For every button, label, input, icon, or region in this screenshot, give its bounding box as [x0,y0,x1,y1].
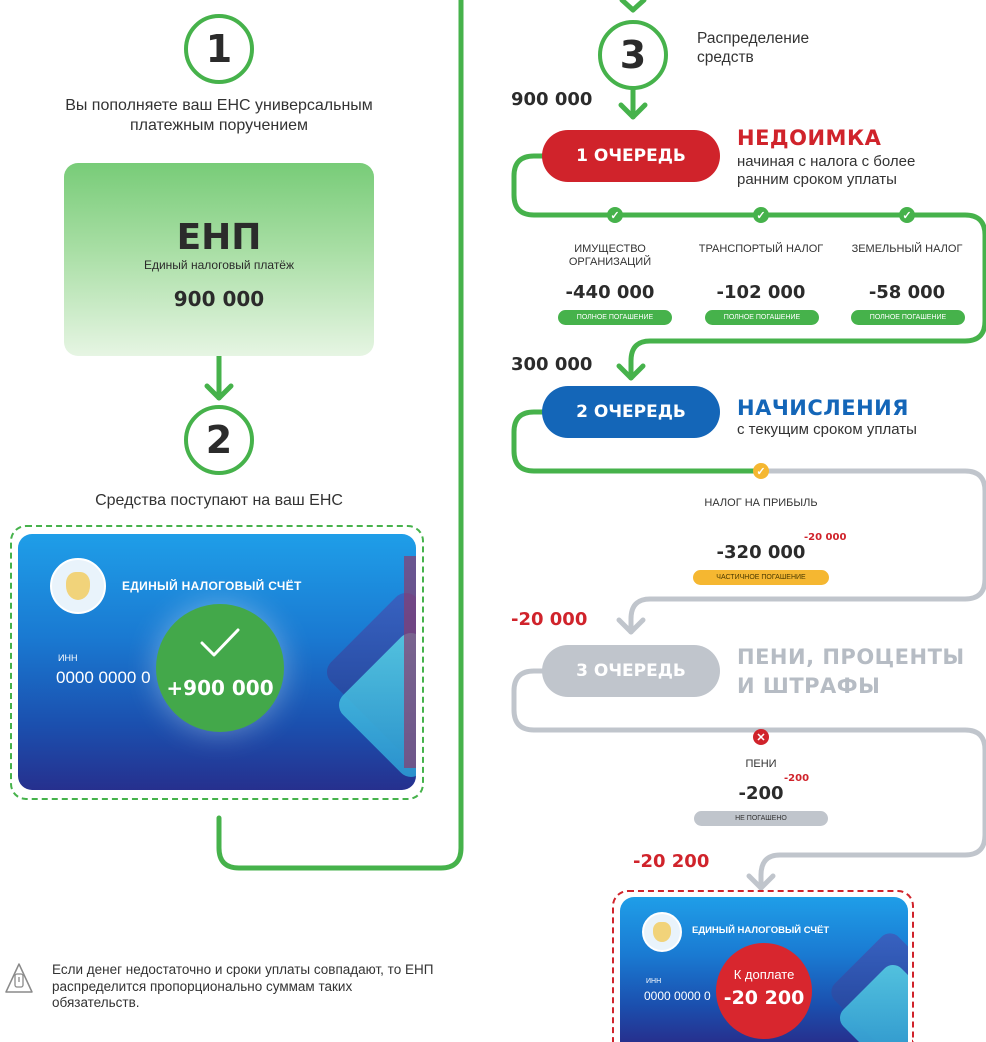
q3-item-status: НЕ ПОГАШЕНО [694,811,828,826]
step-1-circle: 1 [184,14,254,84]
due-amount: -20 200 [723,987,805,1009]
note-text: Если денег недостаточно и сроки уплаты с… [52,962,434,1010]
enp-amount: 900 000 [173,287,265,311]
q3-item-remainder: -200 [784,773,810,784]
q2-item-status: ЧАСТИЧНОЕ ПОГАШЕНИЕ [693,570,829,585]
queue-2-label: 2 ОЧЕРЕДЬ [576,402,686,422]
queue-2-pill: 2 ОЧЕРЕДЬ [542,386,720,438]
eagle-icon [66,572,90,600]
cross-icon: ✕ [753,729,769,745]
enp-card: ЕНП Единый налоговый платёж 900 000 [64,163,374,356]
q2-item-remainder: -20 000 [804,532,847,543]
q3-item-label: ПЕНИ [745,758,777,770]
step-3-label: Распределение средств [697,30,810,66]
inn-label: ИНН [58,653,78,663]
inn-value: 0000 0000 0 [56,668,151,687]
ens-card-frame [10,525,424,800]
queue-1-label: 1 ОЧЕРЕДЬ [576,146,686,166]
q2-item-amount: -320 000 [716,542,806,563]
card-edge [404,556,416,768]
check-icon-2: ✓ [753,207,769,223]
ens-amount: +900 000 [166,676,274,700]
q1-item-2-amount: -102 000 [716,282,806,303]
eagle-icon-2 [653,922,671,942]
queue-1-title: НЕДОИМКА [737,126,882,150]
success-circle: +900 000 [156,604,284,732]
enp-subtitle: Единый налоговый платёж [143,258,295,272]
step-2-number: 2 [205,418,233,462]
warning-icon [5,963,33,993]
due-card-frame [612,890,914,1042]
check-icon-3: ✓ [899,207,915,223]
q3-item-amount: -200 [738,783,784,804]
flow-amount-3: -20 000 [511,609,588,630]
step-1-number: 1 [205,27,233,71]
check-icon-partial: ✓ [753,463,769,479]
queue-3-pill: 3 ОЧЕРЕДЬ [542,645,720,697]
step-2-circle: 2 [184,405,254,475]
check-icon [200,628,240,657]
due-circle: К доплате -20 200 [716,943,812,1039]
q1-item-3-label: ЗЕМЕЛЬНЫЙ НАЛОГ [851,243,963,255]
due-inn-value: 0000 0000 0 [644,989,711,1003]
q1-item-3-status: ПОЛНОЕ ПОГАШЕНИЕ [851,310,965,325]
ens-card: ЕДИНЫЙ НАЛОГОВЫЙ СЧЁТ ИНН 0000 0000 0 +9… [18,534,416,790]
queue-3-label: 3 ОЧЕРЕДЬ [576,661,686,681]
queue-2-title: НАЧИСЛЕНИЯ [737,396,909,420]
step-2-text: Средства поступают на ваш ЕНС [95,492,343,509]
ens-card-title: ЕДИНЫЙ НАЛОГОВЫЙ СЧЁТ [122,579,302,593]
check-icon-1: ✓ [607,207,623,223]
due-inn-label: ИНН [646,978,662,985]
enp-title: ЕНП [176,217,262,258]
tax-service-emblem-2 [642,912,682,952]
flow-amount-4: -20 200 [633,851,710,872]
q1-item-1-amount: -440 000 [565,282,655,303]
queue-2-subtitle: с текущим сроком уплаты [737,421,917,438]
queue-3-title: ПЕНИ, ПРОЦЕНТЫ И ШТРАФЫ [737,645,965,698]
q1-item-3-amount: -58 000 [868,282,946,303]
queue-1-pill: 1 ОЧЕРЕДЬ [542,130,720,182]
due-label: К доплате [733,967,795,982]
q2-item-label: НАЛОГ НА ПРИБЫЛЬ [704,497,818,509]
step-1-text: Вы пополняете ваш ЕНС универсальным плат… [65,97,373,134]
flow-amount-2: 300 000 [511,354,593,375]
due-card: ЕДИНЫЙ НАЛОГОВЫЙ СЧЁТ ИНН 0000 0000 0 К … [620,897,908,1042]
q1-item-1-status: ПОЛНОЕ ПОГАШЕНИЕ [558,310,672,325]
q1-item-2-label: ТРАНСПОРТЫЙ НАЛОГ [698,243,824,255]
tax-service-emblem [50,558,106,614]
q1-item-1-label: ИМУЩЕСТВО ОРГАНИЗАЦИЙ [568,243,652,268]
q1-item-2-status: ПОЛНОЕ ПОГАШЕНИЕ [705,310,819,325]
queue-1-subtitle: начиная с налога с более ранним сроком у… [737,153,916,188]
step-3-circle: 3 [598,20,668,90]
flow-amount-1: 900 000 [511,89,593,110]
due-card-title: ЕДИНЫЙ НАЛОГОВЫЙ СЧЁТ [692,925,830,936]
step-3-number: 3 [619,33,647,77]
